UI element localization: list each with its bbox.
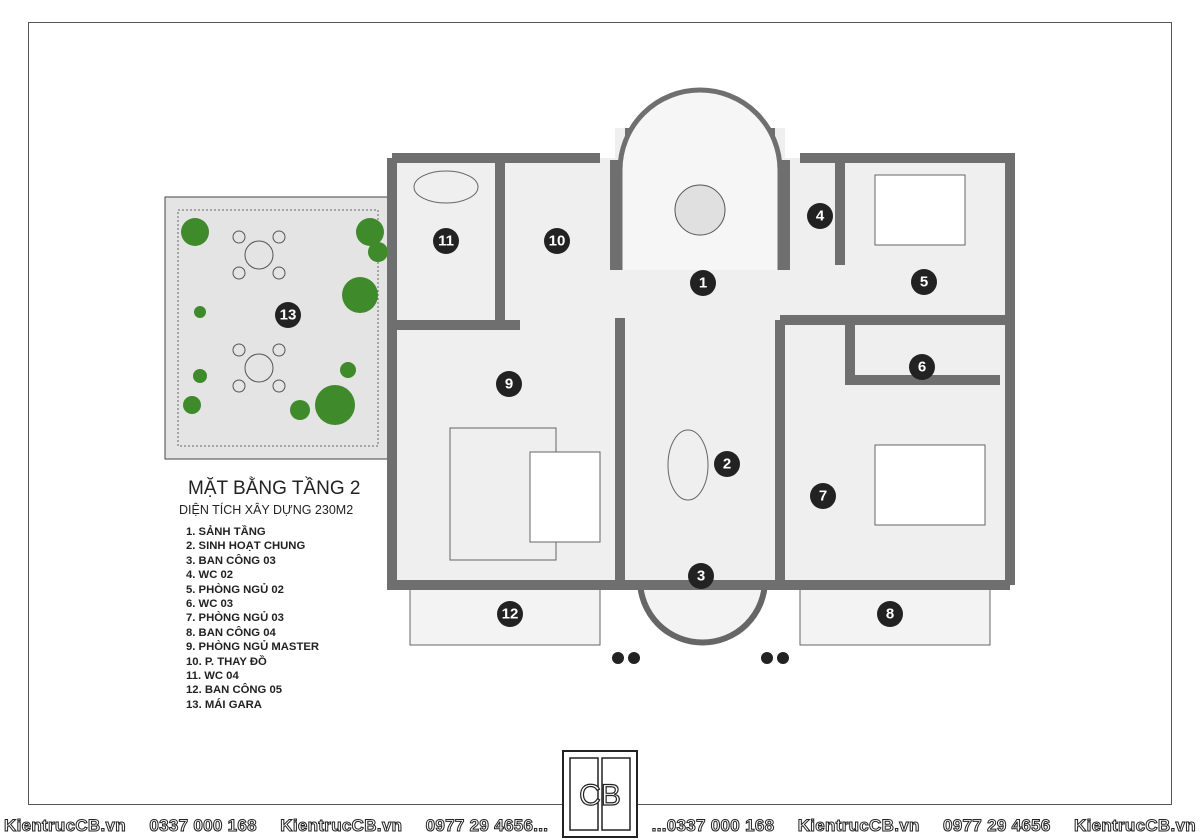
legend-item: 4. WC 02 bbox=[186, 569, 234, 582]
legend-item: 8. BAN CÔNG 04 bbox=[186, 626, 276, 639]
footer-phone: 0977 29 4656... bbox=[425, 816, 549, 836]
svg-text:4: 4 bbox=[816, 208, 825, 225]
room-markers: 1 2 3 4 5 6 7 8 9 10 11 12 13 bbox=[275, 203, 937, 627]
room-marker-13: 13 bbox=[275, 302, 301, 328]
svg-text:6: 6 bbox=[918, 359, 926, 376]
footer-contact-bar: KientrucCB.vn 0337 000 168 KientrucCB.vn… bbox=[0, 812, 1200, 840]
room-marker-11: 11 bbox=[433, 228, 459, 254]
legend-item: 1. SẢNH TẦNG bbox=[186, 526, 266, 538]
footer-website: KientrucCB.vn bbox=[4, 816, 127, 836]
legend-item: 11. WC 04 bbox=[186, 670, 239, 683]
legend-item: 9. PHÒNG NGỦ MASTER bbox=[186, 641, 320, 654]
plan-subtitle: DIỆN TÍCH XÂY DỰNG 230M2 bbox=[179, 503, 354, 517]
room-marker-8: 8 bbox=[877, 601, 903, 627]
legend-item: 5. PHÒNG NGỦ 02 bbox=[186, 583, 284, 596]
room-marker-7: 7 bbox=[810, 483, 836, 509]
svg-text:CB: CB bbox=[579, 779, 621, 812]
room-marker-2: 2 bbox=[714, 451, 740, 477]
svg-text:2: 2 bbox=[723, 456, 731, 473]
svg-text:11: 11 bbox=[438, 233, 454, 250]
svg-text:8: 8 bbox=[886, 606, 894, 623]
svg-text:1: 1 bbox=[699, 275, 707, 292]
room-marker-5: 5 bbox=[911, 269, 937, 295]
svg-text:3: 3 bbox=[697, 568, 705, 585]
svg-text:13: 13 bbox=[280, 307, 297, 324]
footer-website: KientrucCB.vn bbox=[797, 816, 920, 836]
room-legend: 1. SẢNH TẦNG 2. SINH HOẠT CHUNG 3. BAN C… bbox=[186, 525, 319, 712]
svg-text:9: 9 bbox=[505, 376, 513, 393]
room-marker-3: 3 bbox=[688, 563, 714, 589]
plan-title: MẶT BẰNG TẦNG 2 bbox=[188, 478, 361, 499]
svg-text:5: 5 bbox=[920, 274, 928, 291]
footer-phone: ...0337 000 168 bbox=[651, 816, 775, 836]
room-marker-9: 9 bbox=[496, 371, 522, 397]
legend-item: 12. BAN CÔNG 05 bbox=[186, 684, 283, 697]
room-marker-12: 12 bbox=[497, 601, 523, 627]
legend-item: 13. MÁI GARA bbox=[186, 698, 262, 711]
legend-item: 6. WC 03 bbox=[186, 598, 234, 611]
garage-roof-terrace bbox=[164, 196, 391, 460]
footer-phone: 0977 29 4656 bbox=[943, 816, 1051, 836]
room-marker-1: 1 bbox=[690, 270, 716, 296]
legend-item: 7. PHÒNG NGỦ 03 bbox=[186, 612, 284, 625]
columns bbox=[612, 652, 789, 664]
svg-text:10: 10 bbox=[549, 233, 566, 250]
footer-website: KientrucCB.vn bbox=[280, 816, 403, 836]
cb-logo: CB bbox=[562, 750, 638, 838]
room-marker-10: 10 bbox=[544, 228, 570, 254]
room-marker-6: 6 bbox=[909, 354, 935, 380]
legend-item: 10. P. THAY ĐỒ bbox=[186, 655, 267, 668]
svg-text:12: 12 bbox=[502, 606, 519, 623]
room-marker-4: 4 bbox=[807, 203, 833, 229]
footer-website: KientrucCB.vn bbox=[1074, 816, 1197, 836]
footer-phone: 0337 000 168 bbox=[149, 816, 257, 836]
legend-item: 3. BAN CÔNG 03 bbox=[186, 554, 276, 567]
svg-text:7: 7 bbox=[819, 488, 827, 505]
legend-item: 2. SINH HOẠT CHUNG bbox=[186, 540, 306, 553]
